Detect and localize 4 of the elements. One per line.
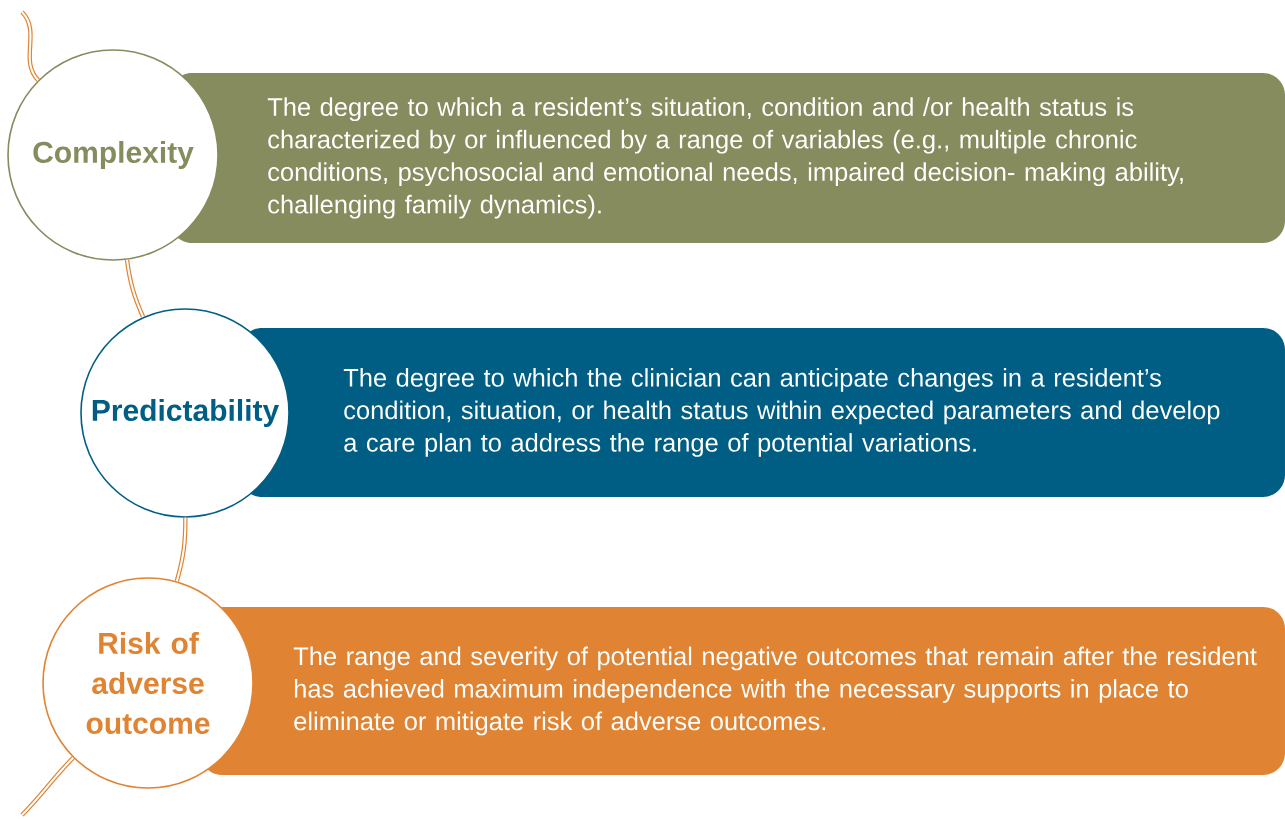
connector-line <box>20 10 40 82</box>
connector-line <box>124 258 146 318</box>
connector-line <box>20 756 75 817</box>
connector-line <box>174 516 188 583</box>
